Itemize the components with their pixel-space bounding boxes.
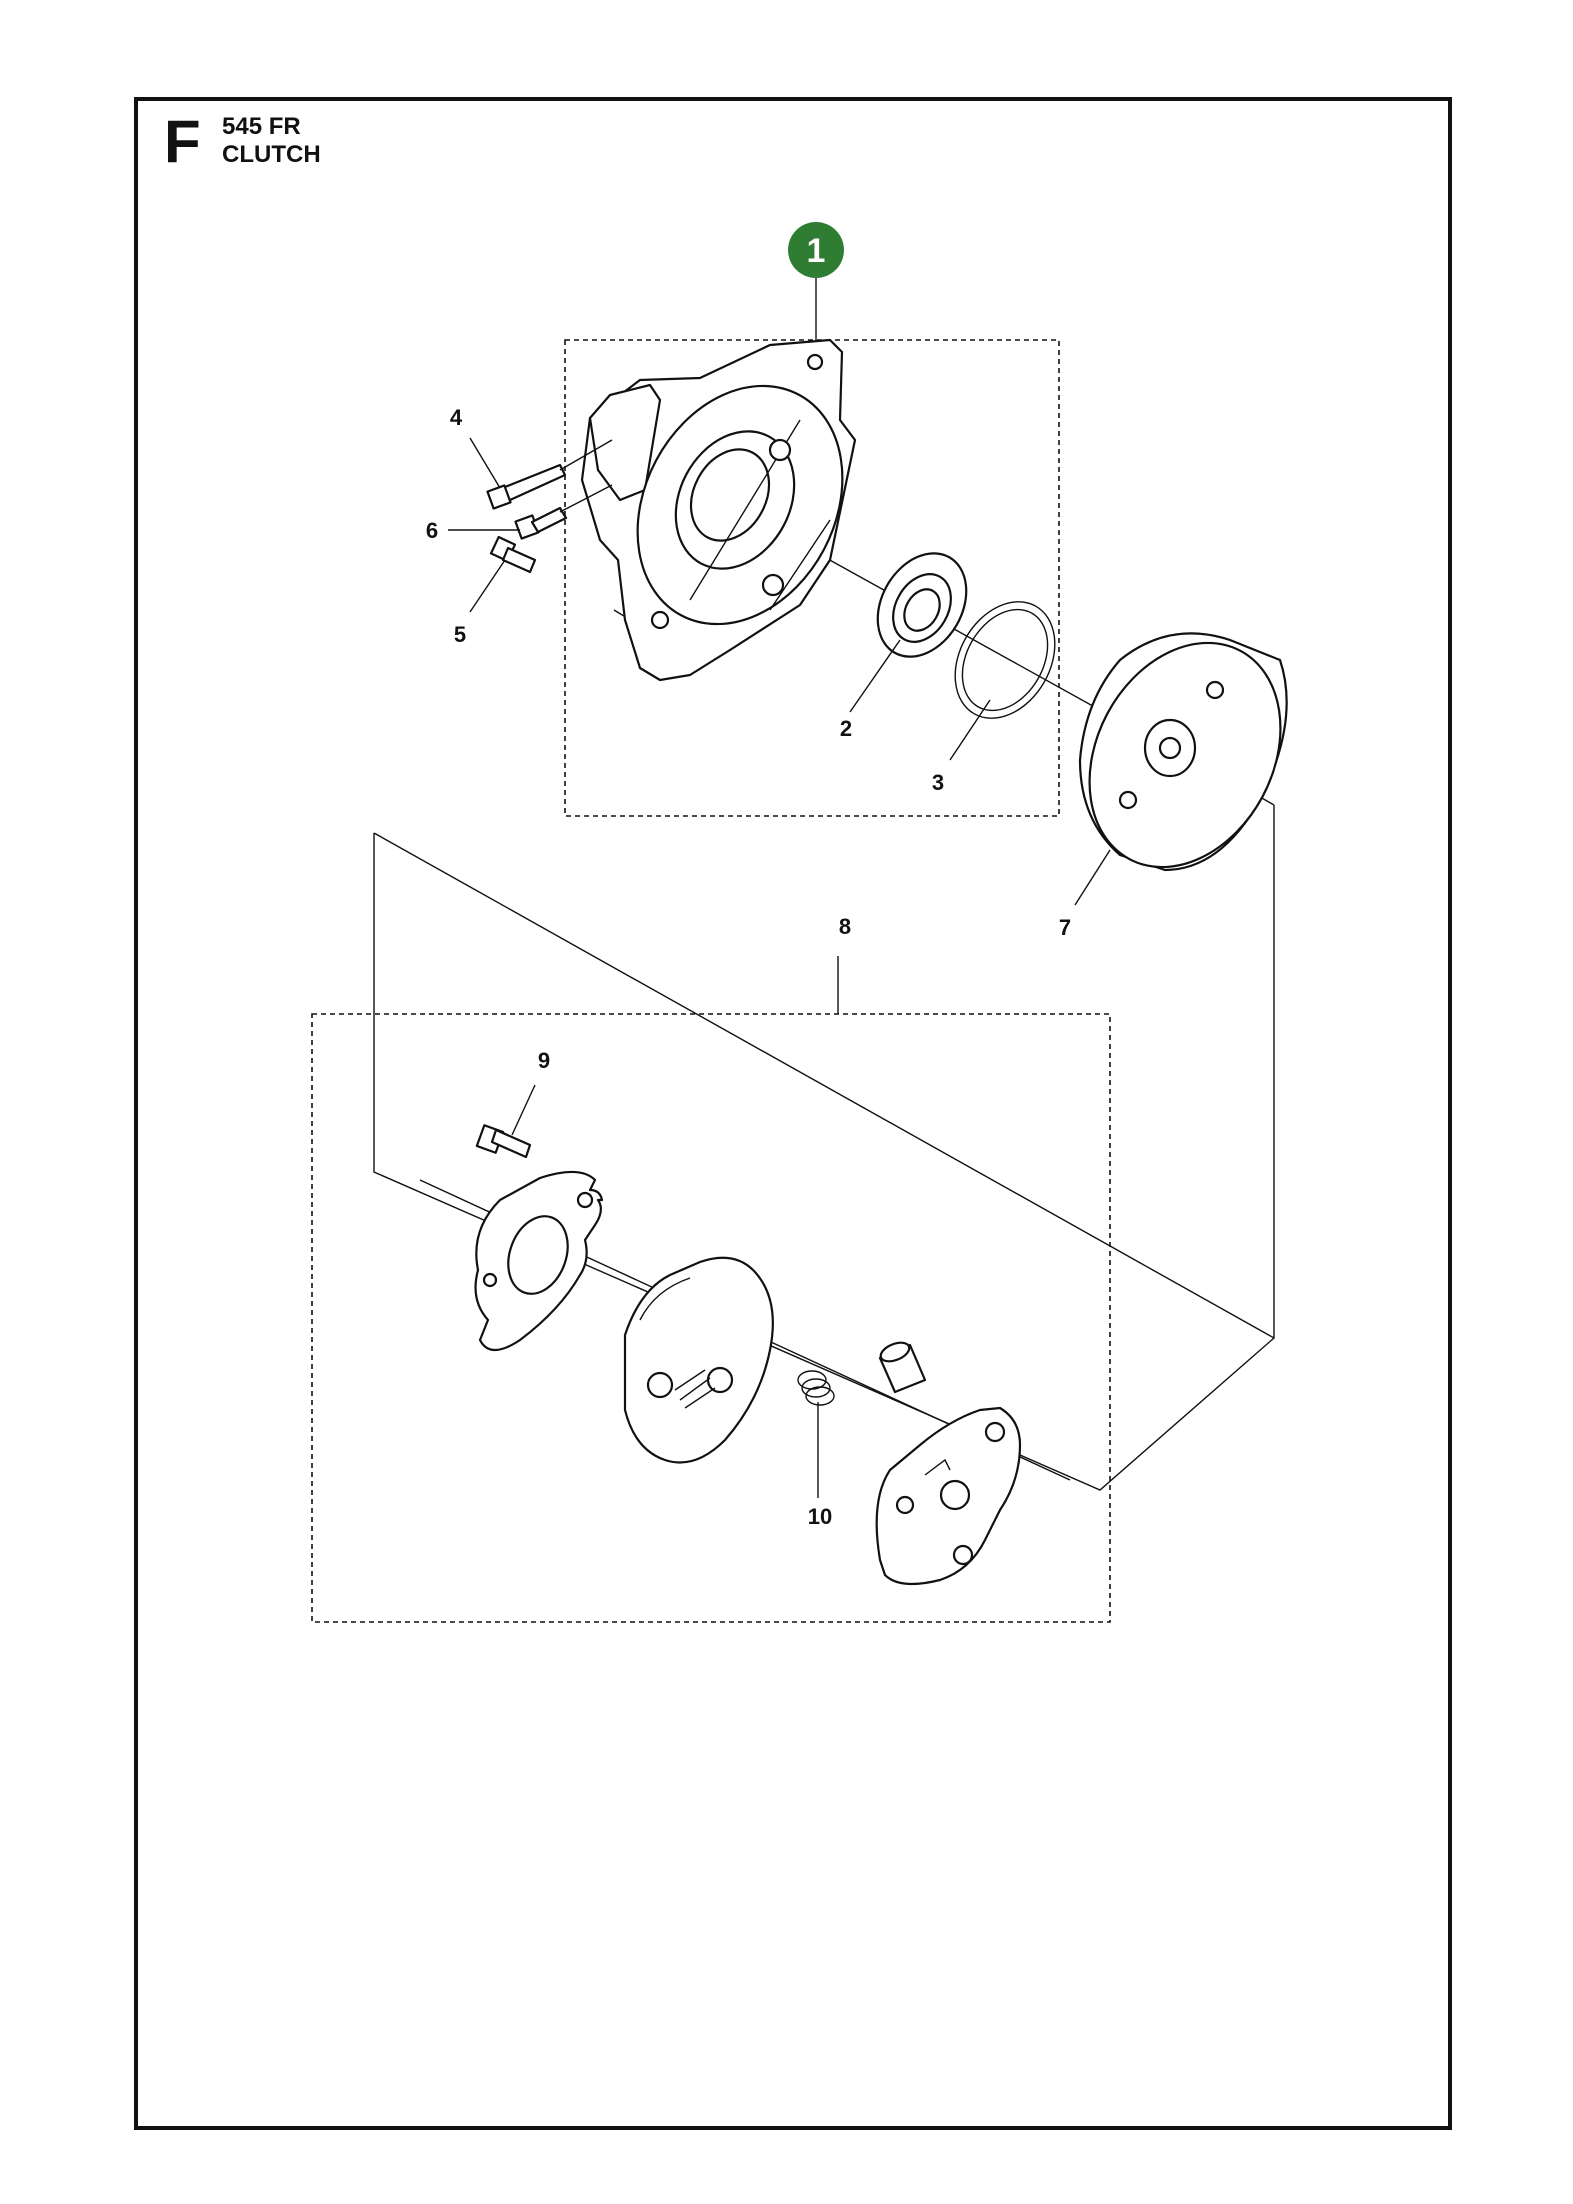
kit-1-group-box — [564, 339, 1060, 817]
callout-10: 10 — [808, 1504, 832, 1529]
kit-1-number: 1 — [807, 232, 826, 270]
clutch-plate-rear[interactable] — [875, 1406, 1022, 1586]
screw-part-4[interactable] — [486, 439, 613, 510]
callout-5: 5 — [454, 622, 466, 647]
clutch-plate-front[interactable] — [474, 1170, 604, 1352]
callout-9: 9 — [538, 1048, 550, 1073]
screw-part-5[interactable] — [489, 535, 537, 574]
bushing[interactable] — [878, 1339, 927, 1394]
leader-9 — [511, 1084, 536, 1136]
callout-8: 8 — [839, 914, 851, 939]
bearing-part-2[interactable] — [860, 537, 984, 672]
callout-2: 2 — [840, 716, 852, 741]
bolt-part-9[interactable] — [475, 1124, 532, 1159]
callout-6: 6 — [426, 518, 438, 543]
leader-4 — [469, 437, 501, 489]
section-letter: F — [164, 108, 201, 175]
callout-7: 7 — [1059, 915, 1071, 940]
page-title: CLUTCH — [222, 141, 321, 168]
kit-1-badge[interactable] — [788, 222, 844, 278]
page-frame — [134, 97, 1452, 2130]
clutch-drum-part-7[interactable] — [1052, 609, 1318, 900]
leader-5 — [469, 559, 506, 613]
callout-3: 3 — [932, 770, 944, 795]
assembly-diagonal — [373, 832, 1275, 1339]
clutch-housing[interactable] — [580, 338, 883, 682]
leader-3 — [949, 699, 991, 761]
clutch-shoes-assembly[interactable] — [623, 1256, 774, 1464]
kit-8-group-box — [311, 1013, 1111, 1623]
leader-2 — [849, 639, 901, 713]
leader-7 — [1074, 849, 1111, 906]
model-name: 545 FR — [222, 113, 301, 140]
spring-part-10[interactable] — [797, 1370, 835, 1406]
callout-4: 4 — [450, 405, 463, 430]
retaining-ring-part-3[interactable] — [935, 584, 1075, 736]
assembly-frame-lines — [373, 805, 1275, 1491]
